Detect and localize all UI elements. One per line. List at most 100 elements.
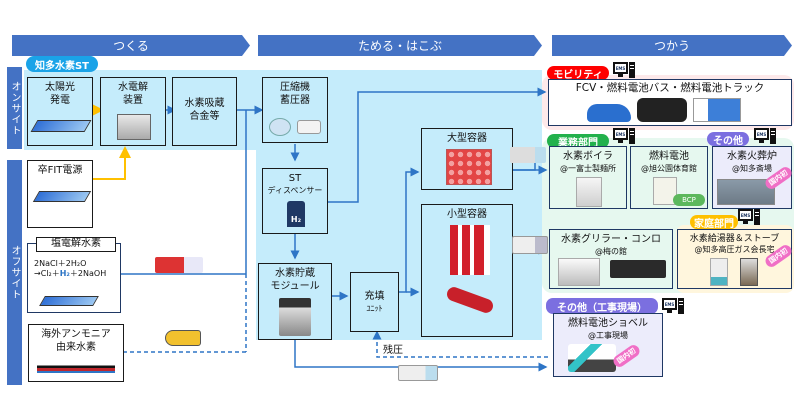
electrolyzer-box: 水電解 装置: [100, 77, 166, 146]
cylinders-icon: [450, 225, 490, 275]
electrolyzer-line2: 装置: [123, 94, 143, 106]
alloy-line1: 水素吸蔵: [184, 98, 225, 109]
large-container-box: 大型容器: [421, 128, 513, 190]
solar-panel-icon: [39, 296, 99, 306]
household-place: @知多高圧ガス会長宅: [694, 245, 775, 255]
fuel-cell-place: @旭公園体育館: [641, 163, 697, 173]
gas-stove-icon: [610, 260, 666, 278]
arrow-filling-to-large: [398, 167, 420, 293]
large-container-label: 大型容器: [447, 133, 487, 144]
storage-module-icon: [279, 298, 311, 336]
crematorium-box: 水素火葬炉 @知多斎場: [712, 146, 792, 209]
accumulator-icon: [297, 120, 321, 134]
stove-icon: [740, 258, 758, 286]
excavator-icon: [568, 344, 616, 372]
electrolyzer-line1: 水電解: [118, 82, 148, 93]
filling-unit-box: 充填 ﾕﾆｯﾄ: [350, 272, 399, 332]
solar-box: 太陽光 発電: [27, 77, 93, 146]
ems-icon: EMS: [613, 62, 635, 78]
equation-line1: 2NaCl＋2H₂O: [34, 259, 87, 268]
ammonia-line2: 由来水素: [56, 341, 96, 353]
chlor-alkali-box: 塩電解水素 2NaCl＋2H₂O →Cl₂＋H₂＋2NaOH: [27, 237, 121, 313]
post-fit-box: 卒FIT電源: [27, 160, 93, 228]
dispenser-line2: ディスペンサー: [267, 185, 323, 195]
crematorium-title: 水素火葬炉: [727, 151, 777, 162]
stage-store-label: ためる・はこぶ: [357, 39, 442, 53]
storage-line2: モジュール: [270, 280, 320, 292]
fuel-cell-truck-icon: [693, 98, 741, 122]
household-title: 水素給湯器＆ストーブ: [689, 234, 780, 244]
offsite-label: オフサイト: [7, 160, 22, 385]
ems-monitor: EMS: [738, 209, 753, 221]
chlor-alkali-equation: 2NaCl＋2H₂O →Cl₂＋H₂＋2NaOH: [34, 259, 106, 280]
h2-dispenser-icon: H₂: [287, 201, 305, 227]
arrow-postfit-to-electrolyzer: [92, 146, 131, 180]
hydrogen-boiler-icon: [576, 177, 602, 207]
construction-title: 燃料電池ショベル: [568, 318, 648, 329]
onsite-station-tag: 知多水素ST: [26, 56, 98, 72]
ems-monitor: EMS: [613, 128, 628, 140]
solar-panel-icon: [32, 191, 92, 202]
ems-icon: EMS: [738, 209, 760, 225]
arrow-dispenser-to-mobility: [328, 87, 547, 203]
tanker-ship-icon: [37, 363, 115, 373]
boiler-place: @一富士製麺所: [560, 163, 616, 173]
dispenser-line1: ST: [288, 173, 302, 184]
cylinder-icon: [445, 285, 495, 315]
onsite-label: オンサイト: [7, 67, 22, 149]
h2-icon-text: H₂: [290, 215, 302, 224]
mobility-title: FCV・燃料電池バス・燃料電池トラック: [575, 82, 765, 94]
chlor-alkali-title: 塩電解水素: [36, 237, 116, 252]
small-container-box: 小型容器: [421, 204, 513, 337]
alloy-line2: 合金等: [189, 110, 220, 122]
dispenser-box: ST ディスペンサー H₂: [262, 168, 328, 234]
arrow-residual-pressure: [372, 330, 548, 358]
boiler-box: 水素ボイラ @一富士製麺所: [549, 146, 627, 209]
crematorium-place: @知多斎場: [732, 163, 772, 173]
grill-box: 水素グリラー・コンロ @梅の館: [549, 229, 673, 289]
fuel-cell-unit-icon: [653, 177, 677, 205]
grill-place: @梅の館: [595, 246, 627, 256]
compressor-box: 圧縮機 蓄圧器: [262, 77, 328, 143]
household-tag: 家庭部門: [690, 215, 738, 230]
mobility-box: FCV・燃料電池バス・燃料電池トラック: [548, 79, 792, 126]
equation-h2: H₂: [59, 269, 70, 279]
tube-bundle-icon: [446, 149, 492, 185]
ammonia-box: 海外アンモニア 由来水素: [28, 324, 124, 382]
ems-monitor: EMS: [613, 62, 628, 74]
ems-icon: EMS: [613, 128, 635, 144]
alloy-box: 水素吸蔵 合金等: [172, 77, 237, 146]
business-tag: 業務部門: [547, 134, 609, 149]
tank-truck-icon: [165, 330, 201, 346]
construction-place: @工事現場: [588, 330, 628, 340]
boiler-title: 水素ボイラ: [563, 151, 613, 162]
electrolyzer-icon: [117, 114, 151, 140]
grill-title: 水素グリラー・コンロ: [561, 234, 661, 245]
stage-make-bar: つくる: [12, 35, 250, 56]
stage-make-label: つくる: [113, 39, 149, 53]
household-box: 水素給湯器＆ストーブ @知多高圧ガス会長宅: [677, 229, 792, 289]
box-truck-icon: [512, 236, 548, 254]
cylinder-truck-icon: [398, 365, 438, 381]
ems-monitor: EMS: [754, 128, 769, 140]
fuel-cell-box: 燃料電池 @旭公園体育館 BCP: [630, 146, 708, 209]
solar-line1: 太陽光: [45, 82, 75, 93]
equation-part: ＋2NaOH: [69, 269, 107, 279]
ems-monitor: EMS: [662, 298, 677, 310]
water-heater-icon: [710, 258, 728, 286]
equation-part: →Cl₂＋: [34, 269, 60, 279]
hydrogen-grill-icon: [558, 258, 600, 286]
arrow-storage-to-construction: [294, 333, 548, 372]
small-container-label: 小型容器: [447, 209, 487, 220]
ems-icon: EMS: [662, 298, 684, 314]
other-tag: その他: [707, 132, 749, 147]
stage-store-bar: ためる・はこぶ: [258, 35, 542, 56]
fuel-cell-title: 燃料電池: [649, 151, 689, 162]
ems-icon: EMS: [754, 128, 776, 144]
filling-line1: 充填: [364, 291, 385, 302]
storage-module-box: 水素貯蔵 モジュール: [258, 263, 332, 340]
stage-use-label: つかう: [653, 39, 690, 53]
compressor-line2: 蓄圧器: [280, 94, 310, 106]
construction-box: 燃料電池ショベル @工事現場: [553, 313, 663, 377]
